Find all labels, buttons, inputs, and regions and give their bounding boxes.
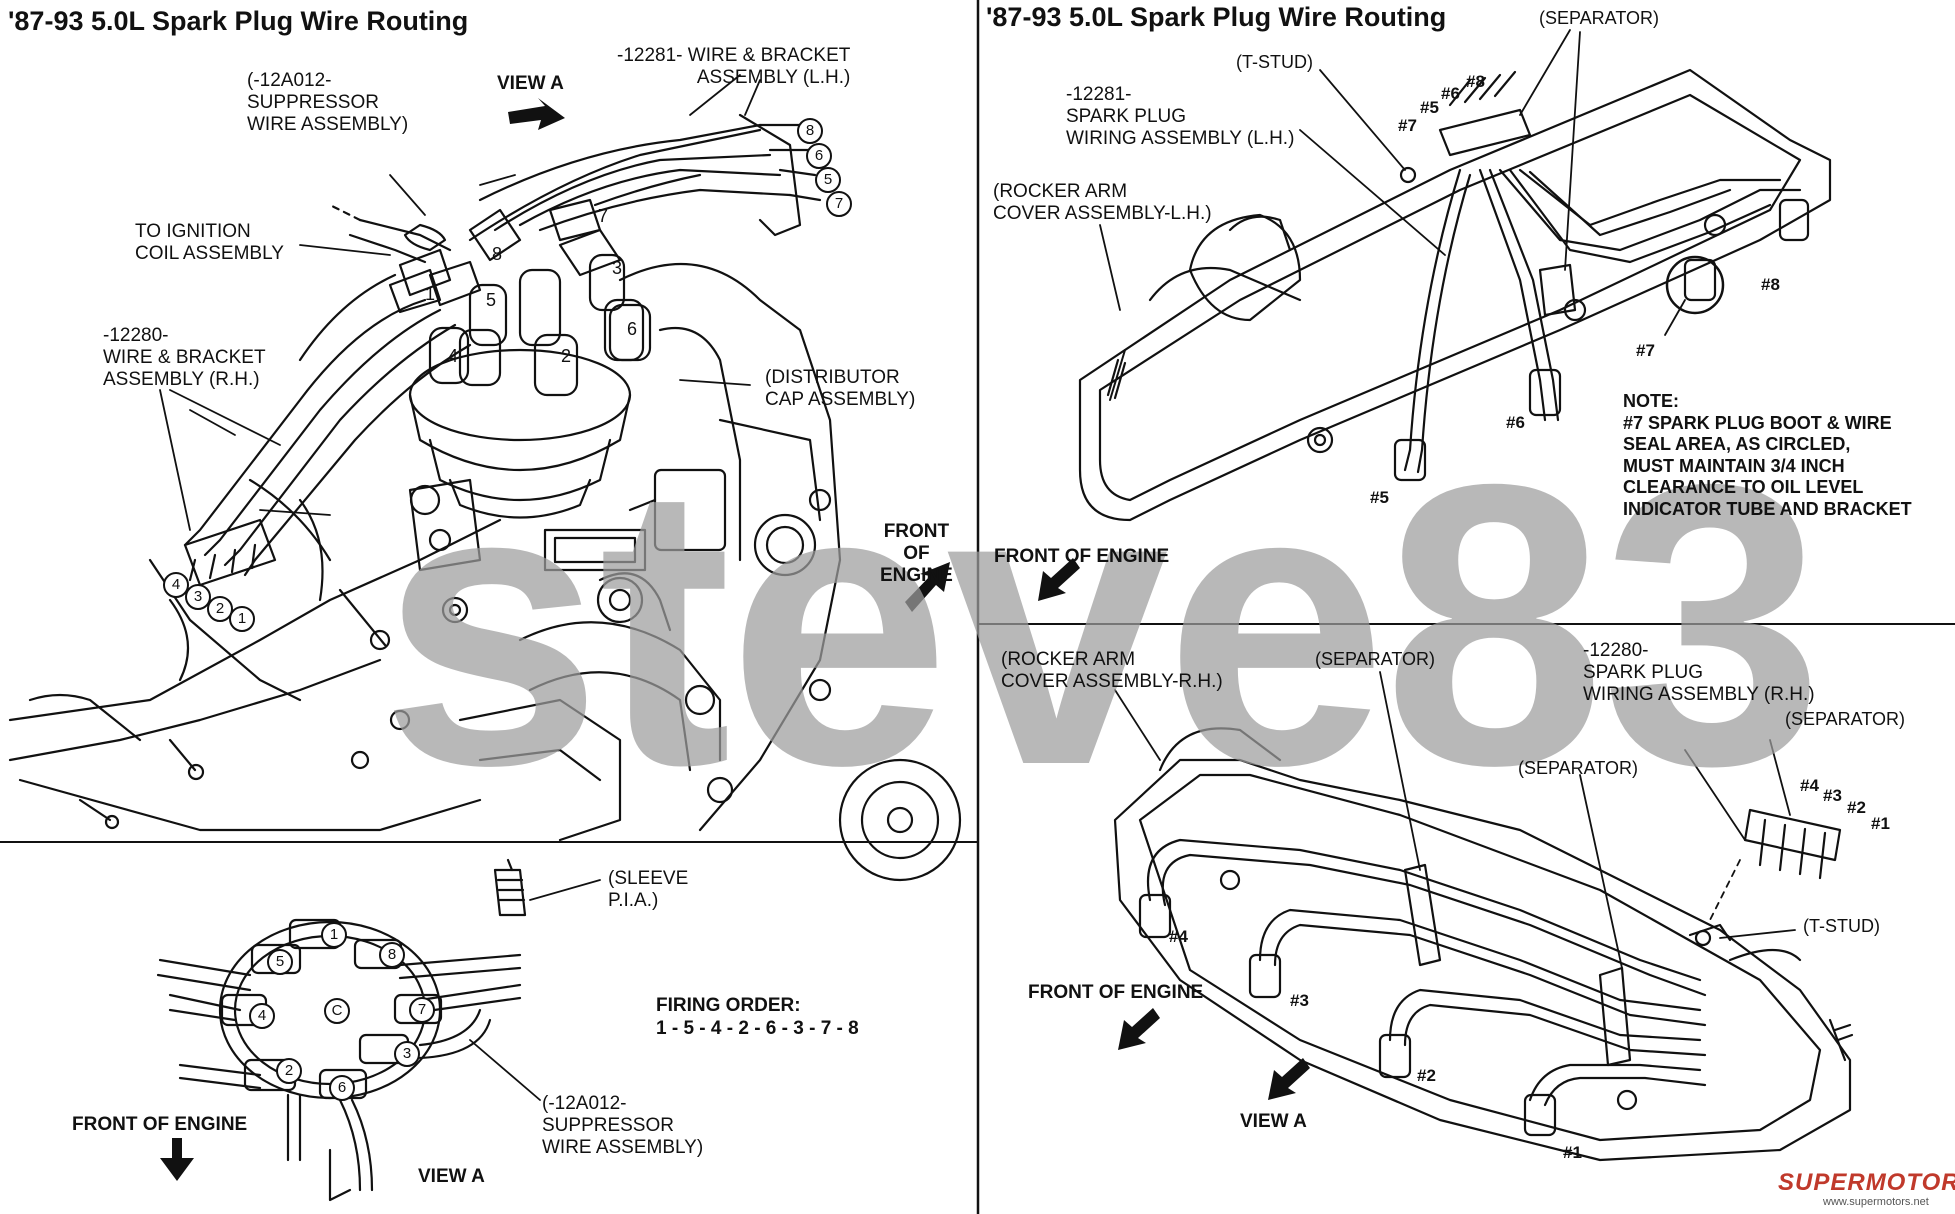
rocker-cover-lh-label: (ROCKER ARM COVER ASSEMBLY-L.H.) — [993, 181, 1212, 224]
plug-label: #4 — [1169, 927, 1188, 946]
cap-number: 2 — [276, 1058, 302, 1084]
cap-tower-number: 7 — [598, 206, 609, 226]
cap-number: 1 — [321, 922, 347, 948]
to-ignition-label: TO IGNITION COIL ASSEMBLY — [135, 221, 284, 264]
wire-bracket-lh-label: -12281- WIRE & BRACKET ASSEMBLY (L.H.) — [617, 45, 851, 88]
separator-label: (SEPARATOR) — [1315, 649, 1436, 669]
cap-top-view — [156, 858, 601, 1202]
wire-number: #8 — [1466, 72, 1485, 91]
cap-tower-number: 1 — [425, 284, 436, 304]
distributor-cap-drawing — [388, 198, 652, 519]
firing-order-value: 1 - 5 - 4 - 2 - 6 - 3 - 7 - 8 — [656, 1018, 859, 1039]
front-of-engine-label: FRONT OF ENGINE — [880, 521, 953, 586]
wire-number: #2 — [1847, 798, 1866, 817]
cap-tower-number: 6 — [627, 319, 638, 339]
cap-tower-number: 8 — [492, 244, 503, 264]
cap-tower-number: 5 — [486, 290, 497, 310]
front-arrow-left — [905, 562, 950, 612]
sleeve-label: (SLEEVE P.I.A.) — [608, 868, 689, 911]
front-arrow-bottom-left — [160, 1138, 194, 1181]
bracket-lh-number: 8 — [797, 118, 823, 144]
separator-label: (SEPARATOR) — [1785, 709, 1906, 729]
lh-rocker-cover — [1078, 29, 1832, 522]
bracket-lh-number: 7 — [826, 191, 852, 217]
plug-wiring-lh-label: -12281- SPARK PLUG WIRING ASSEMBLY (L.H.… — [1066, 84, 1295, 149]
distributor-cap-label: (DISTRIBUTOR CAP ASSEMBLY) — [765, 367, 916, 410]
right-title: '87-93 5.0L Spark Plug Wire Routing — [986, 2, 1447, 32]
firing-order-label: FIRING ORDER: — [656, 995, 801, 1016]
suppressor-wire-label: (-12A012- SUPPRESSOR WIRE ASSEMBLY) — [542, 1093, 704, 1158]
view-a-arrow-right — [1268, 1058, 1310, 1100]
supermotors-logo: SUPERMOTORS — [1778, 1169, 1955, 1196]
cap-number: 7 — [409, 997, 435, 1023]
supermotors-url: www.supermotors.net — [1823, 1196, 1929, 1208]
rocker-cover-rh-label: (ROCKER ARM COVER ASSEMBLY-R.H.) — [1001, 649, 1223, 692]
bracket-rh-number: 4 — [163, 572, 189, 598]
separator-label: (SEPARATOR) — [1518, 758, 1639, 778]
t-stud-label: (T-STUD) — [1803, 916, 1880, 936]
bracket-rh-number: 2 — [207, 596, 233, 622]
view-a-arrow — [508, 98, 565, 130]
wire-number: #4 — [1800, 776, 1819, 795]
cap-number: C — [324, 998, 350, 1024]
wire-number: #6 — [1441, 84, 1460, 103]
separator-label: (SEPARATOR) — [1539, 8, 1660, 28]
bracket-lh-number: 5 — [815, 167, 841, 193]
view-a-label: VIEW A — [418, 1166, 485, 1187]
wire-number: #3 — [1823, 786, 1842, 805]
plug-label: #6 — [1506, 413, 1525, 432]
rh-rocker-cover — [1113, 671, 1854, 1162]
lh-wires — [468, 74, 822, 242]
cap-tower-number: 3 — [612, 258, 623, 278]
bracket-lh-number: 6 — [806, 143, 832, 169]
plug-wiring-rh-label: -12280- SPARK PLUG WIRING ASSEMBLY (R.H.… — [1583, 640, 1815, 705]
engine-illustration — [8, 262, 962, 882]
wire-number: #7 — [1398, 116, 1417, 135]
cap-tower-number: 2 — [561, 346, 572, 366]
plug-label: #3 — [1290, 991, 1309, 1010]
wire-number: #5 — [1420, 98, 1439, 117]
left-title: '87-93 5.0L Spark Plug Wire Routing — [8, 6, 469, 36]
front-arrow-right-top — [1038, 558, 1080, 601]
front-arrow-right-bottom — [1118, 1008, 1160, 1050]
front-of-engine-label: FRONT OF ENGINE — [72, 1114, 248, 1135]
plug-label: #1 — [1563, 1143, 1582, 1162]
note-text: NOTE: #7 SPARK PLUG BOOT & WIRE SEAL ARE… — [1623, 391, 1912, 519]
view-a-label: VIEW A — [497, 73, 564, 94]
view-a-label: VIEW A — [1240, 1111, 1307, 1132]
cap-number: 4 — [249, 1003, 275, 1029]
plug-label: #2 — [1417, 1066, 1436, 1085]
cap-tower-number: 4 — [448, 346, 459, 366]
watermark: steve83 — [380, 401, 1824, 848]
cap-number: 3 — [394, 1041, 420, 1067]
wire-number: #1 — [1871, 814, 1890, 833]
front-of-engine-label: FRONT OF ENGINE — [994, 546, 1170, 567]
cap-number: 8 — [379, 942, 405, 968]
plug-label: #8 — [1761, 275, 1780, 294]
bracket-rh-number: 3 — [185, 584, 211, 610]
plug-label: #5 — [1370, 488, 1389, 507]
cap-number: 6 — [329, 1075, 355, 1101]
rh-wires — [159, 174, 751, 587]
bracket-rh-number: 1 — [229, 606, 255, 632]
front-of-engine-label: FRONT OF ENGINE — [1028, 982, 1204, 1003]
t-stud-label: (T-STUD) — [1236, 52, 1313, 72]
plug-label: #7 — [1636, 341, 1655, 360]
suppressor-wire-label: (-12A012- SUPPRESSOR WIRE ASSEMBLY) — [247, 70, 409, 135]
cap-number: 5 — [267, 949, 293, 975]
wire-bracket-rh-label: -12280- WIRE & BRACKET ASSEMBLY (R.H.) — [103, 325, 266, 390]
